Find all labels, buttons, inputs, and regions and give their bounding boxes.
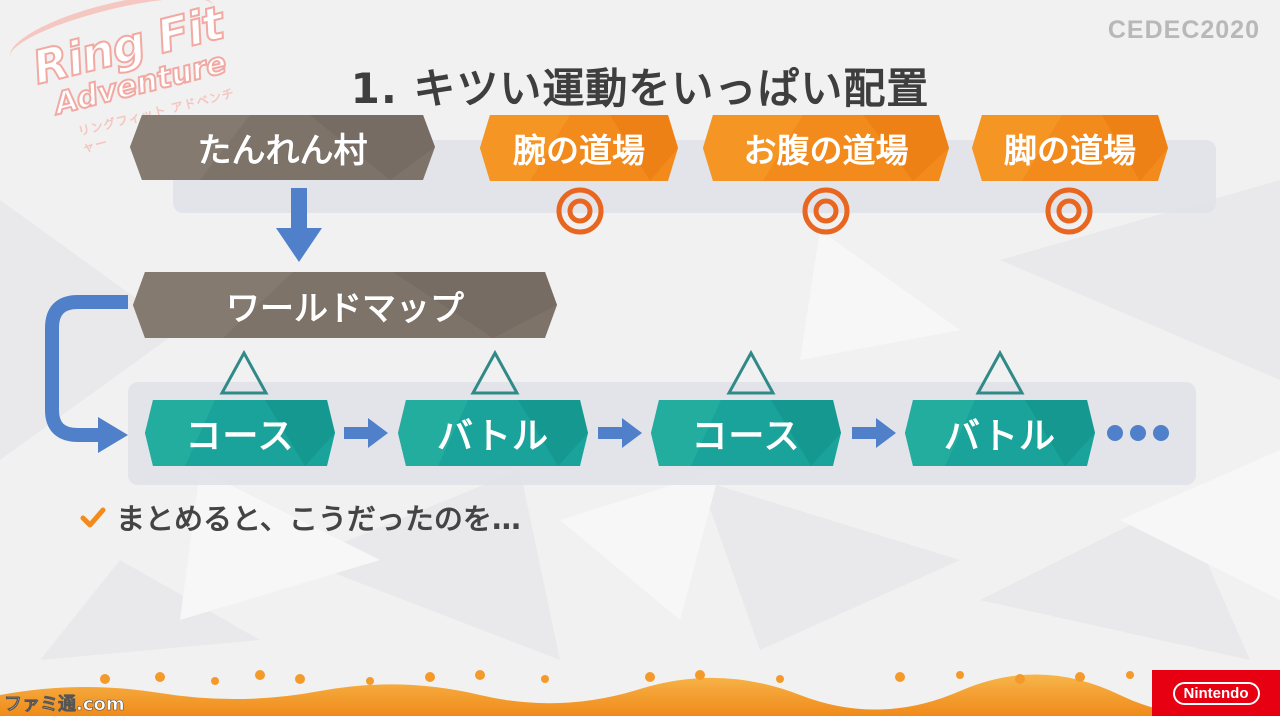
double-circle-icon — [1045, 187, 1093, 235]
stage-course-2-text: コース — [691, 416, 801, 457]
stage-course-1: コース — [145, 400, 335, 466]
stage-course-2: コース — [651, 400, 841, 466]
event-logo: CEDEC2020 — [1107, 16, 1260, 44]
summary-text: まとめると、こうだったのを… — [116, 502, 521, 536]
ellipsis-icon — [1107, 425, 1169, 441]
right-arrow-icon — [598, 418, 642, 448]
stage-battle-1-text: バトル — [436, 416, 550, 457]
dojo-leg-text: 脚の道場 — [1004, 131, 1136, 170]
right-arrow-icon — [852, 418, 896, 448]
stage-battle-2-text: バトル — [943, 416, 1057, 457]
loop-arrow-icon — [45, 295, 128, 453]
double-circle-icon — [556, 187, 604, 235]
down-arrow-icon — [276, 188, 322, 262]
footer-grass — [0, 670, 1280, 716]
world-map-label: ワールドマップ — [133, 272, 557, 338]
triangle-icon — [219, 350, 269, 395]
summary-line: まとめると、こうだったのを… — [80, 496, 521, 538]
check-icon — [80, 507, 106, 528]
village-label: たんれん村 — [130, 115, 435, 180]
nintendo-logo-text: Nintendo — [1172, 681, 1260, 705]
triangle-icon — [726, 350, 776, 395]
dojo-leg: 脚の道場 — [972, 115, 1168, 181]
world-map-text: ワールドマップ — [226, 288, 464, 329]
stage-course-1-text: コース — [185, 416, 295, 457]
right-arrow-icon — [344, 418, 388, 448]
dojo-belly-text: お腹の道場 — [743, 131, 909, 170]
slide-title: 1. キツい運動をいっぱい配置 — [350, 64, 930, 113]
triangle-icon — [470, 350, 520, 395]
village-text: たんれん村 — [197, 131, 368, 171]
double-circle-icon — [802, 187, 850, 235]
watermark: ファミ通.com — [4, 694, 125, 716]
stage-battle-2: バトル — [905, 400, 1095, 466]
nintendo-logo: Nintendo — [1152, 670, 1280, 716]
dojo-belly: お腹の道場 — [703, 115, 949, 181]
dojo-arm-text: 腕の道場 — [513, 131, 645, 170]
stage-battle-1: バトル — [398, 400, 588, 466]
triangle-icon — [975, 350, 1025, 395]
dojo-arm: 腕の道場 — [480, 115, 678, 181]
